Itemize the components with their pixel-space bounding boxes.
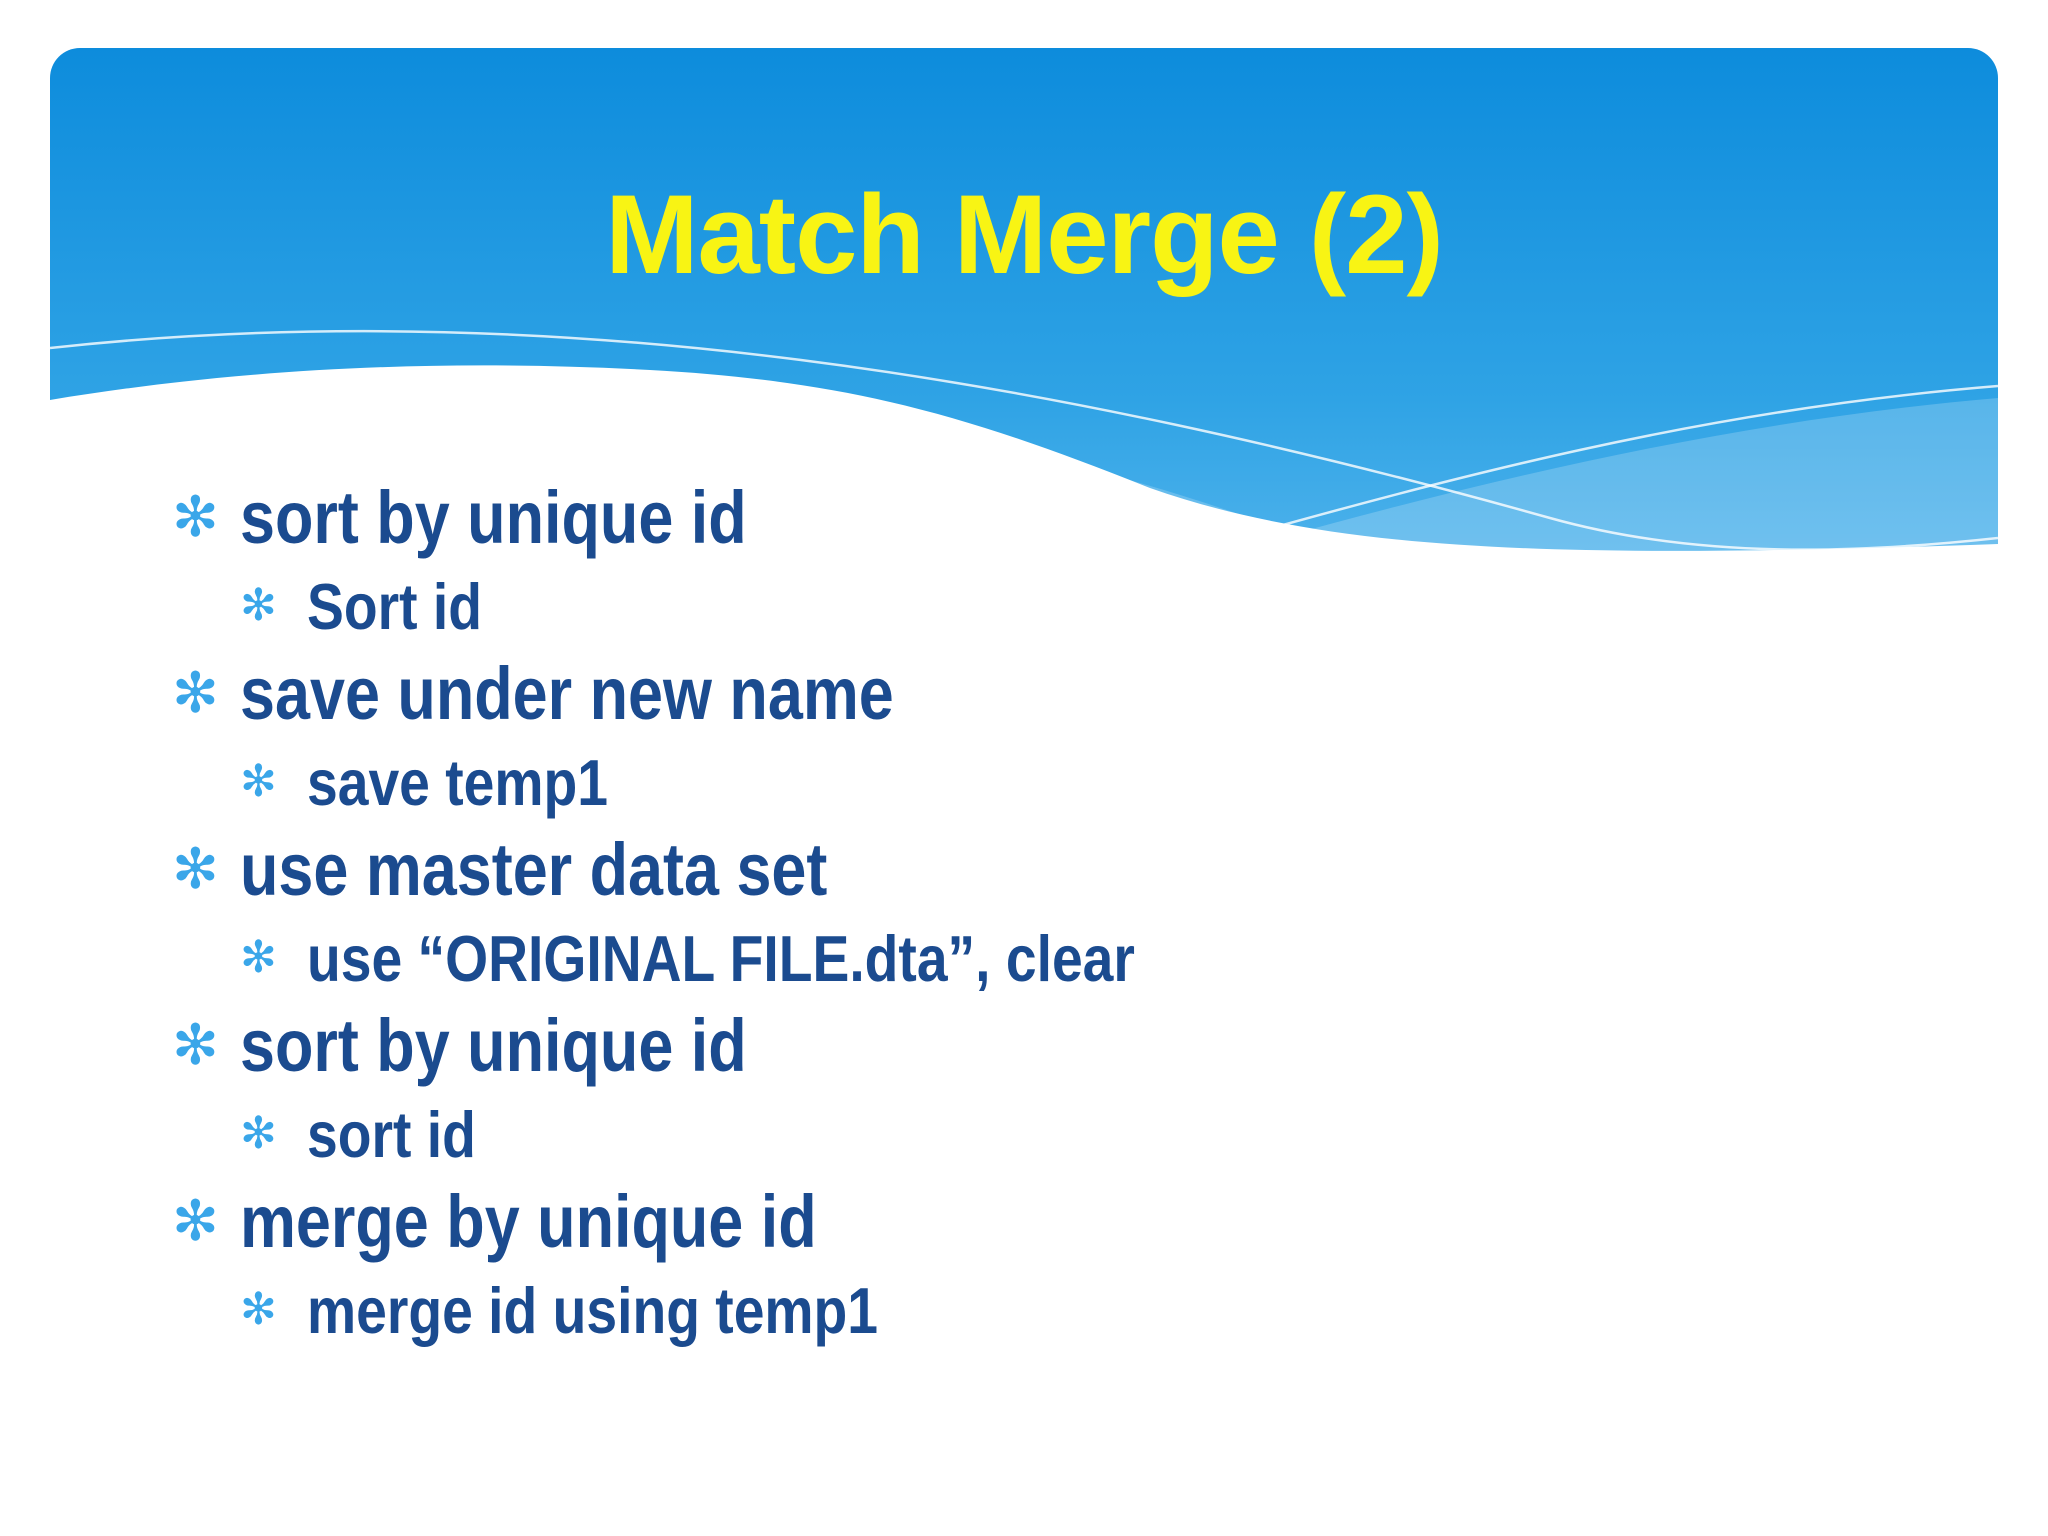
bullet-list: ✻ sort by unique id ✻ Sort id ✻ save under ne… (50, 474, 1998, 1354)
wave-hairline-1 (50, 329, 1998, 551)
bullet-item: ✻ merge id using temp1 (50, 1266, 1998, 1354)
white-wave-foreground (50, 365, 1998, 688)
bullet-asterisk-icon: ✻ (240, 1108, 277, 1159)
bullet-text: merge by unique id (240, 1180, 817, 1263)
bullet-item: ✻ save temp1 (50, 738, 1998, 826)
bullet-text: save under new name (240, 652, 894, 735)
bullet-asterisk-icon: ✻ (172, 661, 219, 726)
bullet-item: ✻ Sort id (50, 562, 1998, 650)
bullet-text: sort by unique id (240, 1004, 747, 1087)
bullet-text: save temp1 (307, 745, 608, 819)
header-wave-graphic (50, 48, 1998, 688)
bullet-asterisk-icon: ✻ (172, 1013, 219, 1078)
bullet-asterisk-icon: ✻ (172, 837, 219, 902)
bullet-text: sort by unique id (240, 476, 747, 559)
bullet-asterisk-icon: ✻ (172, 485, 219, 550)
bullet-asterisk-icon: ✻ (240, 756, 277, 807)
bullet-item: ✻ sort by unique id (50, 1002, 1998, 1090)
bullet-item: ✻ use “ORIGINAL FILE.dta”, clear (50, 914, 1998, 1002)
presentation-slide: Match Merge (2) ✻ sort by unique id ✻ Sort … (50, 48, 1998, 1488)
bullet-text: use master data set (240, 828, 828, 911)
bullet-item: ✻ use master data set (50, 826, 1998, 914)
bullet-item: ✻ sort id (50, 1090, 1998, 1178)
bullet-text: sort id (307, 1097, 476, 1171)
bullet-text: Sort id (307, 569, 482, 643)
bullet-asterisk-icon: ✻ (172, 1189, 219, 1254)
bullet-item: ✻ save under new name (50, 650, 1998, 738)
bullet-item: ✻ merge by unique id (50, 1178, 1998, 1266)
slide-title: Match Merge (2) (605, 172, 1444, 297)
bullet-asterisk-icon: ✻ (240, 580, 277, 631)
bullet-text: merge id using temp1 (307, 1273, 879, 1347)
bullet-text: use “ORIGINAL FILE.dta”, clear (307, 921, 1135, 995)
bullet-item: ✻ sort by unique id (50, 474, 1998, 562)
bullet-asterisk-icon: ✻ (240, 1284, 277, 1335)
bullet-asterisk-icon: ✻ (240, 932, 277, 983)
